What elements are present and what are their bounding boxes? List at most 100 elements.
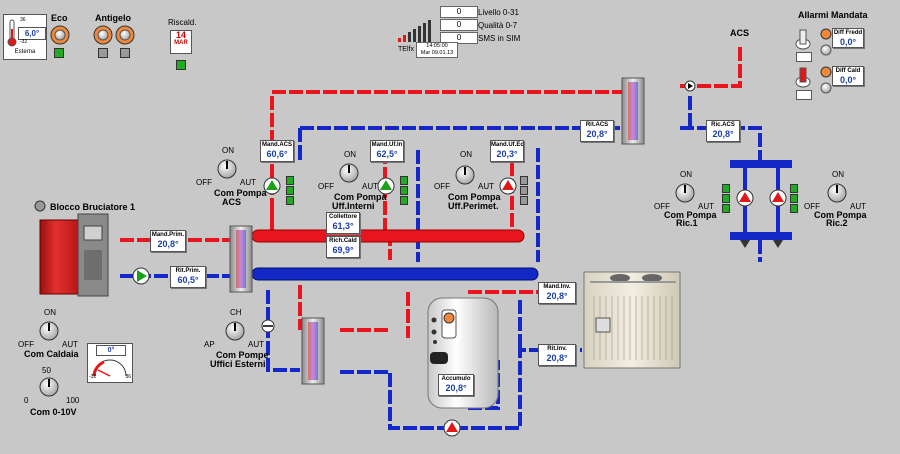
valve-uff-est-icon <box>261 319 275 333</box>
thermometer-icon <box>7 19 17 47</box>
switch-0-10v-title: Com 0-10V <box>30 407 77 417</box>
calendar-icon[interactable]: 14 MAR <box>170 30 192 54</box>
selector-knob-icon[interactable] <box>216 158 238 180</box>
selector-knob-icon[interactable] <box>38 376 60 398</box>
switch-caldaia-title: Com Caldaia <box>24 349 79 359</box>
clock-date: Mar 09.01.13 <box>420 50 454 56</box>
gauge-dial-icon <box>92 359 127 377</box>
alarm-hot-led <box>796 90 812 100</box>
reading-rit-acs: Rit.ACS 20,8° <box>580 120 614 142</box>
pump-ric2-status-leds <box>790 184 798 213</box>
alarm-diff-calda-value: 0,0° <box>839 75 857 85</box>
reading-mand-inv-label: Mand.Inv. <box>543 284 571 290</box>
antigelo-led-2 <box>120 48 130 58</box>
switch-pompa-ric2-aut: AUT <box>850 202 866 211</box>
reading-mand-acs-value: 60,6° <box>266 149 288 159</box>
eco-label: Eco <box>51 13 68 23</box>
reading-ric-acs: Ric.ACS 20,8° <box>706 120 740 142</box>
switch-pompa-acs[interactable]: ON OFF AUT Com Pompa ACS <box>192 146 272 208</box>
reading-mand-acs-label: Mand.ACS <box>262 142 292 148</box>
reading-rit-inv-label: Rit.Inv. <box>547 346 567 352</box>
sms-count-label: SMS in SIM <box>478 34 521 43</box>
pump-ric1-status-leds <box>722 184 730 213</box>
switch-uff-esterni-ap: AP <box>204 340 215 349</box>
burner-status-icon <box>34 200 46 212</box>
eco-status-led <box>54 48 64 58</box>
pump-ric2-icon <box>769 189 787 207</box>
switch-pompa-ric2-title: Com Pompa <box>814 210 867 220</box>
reading-mand-prim: Mand.Prim. 20,8° <box>150 230 186 252</box>
selector-knob-icon[interactable] <box>38 320 60 342</box>
selector-knob-icon[interactable] <box>826 182 848 204</box>
switch-uff-esterni-sub: Uffici Esterni <box>210 359 266 369</box>
reading-accumulo-value: 20,8° <box>445 383 467 393</box>
switch-pompa-uff-per-on: ON <box>460 150 472 159</box>
riscald-status-led <box>176 60 186 70</box>
selector-knob-icon[interactable] <box>338 162 360 184</box>
reading-rit-acs-label: Rit.ACS <box>585 122 609 128</box>
switch-pompa-uff-int-on: ON <box>344 150 356 159</box>
switch-uff-esterni-ch: CH <box>230 308 242 317</box>
alarm-hot-icon <box>795 67 811 88</box>
switch-pompa-ric2-sub: Ric.2 <box>826 218 848 228</box>
switch-pompa-acs-off: OFF <box>196 178 212 187</box>
switch-caldaia-on: ON <box>44 308 56 317</box>
reading-mand-uff-est-label: Mand.Uf.Ec <box>491 142 524 148</box>
reading-ric-acs-label: Ric.ACS <box>711 122 735 128</box>
selector-knob-icon[interactable] <box>454 164 476 186</box>
switch-pompa-uff-int[interactable]: ON OFF AUT Com Pompa Uff.Interni <box>316 150 396 212</box>
chiller <box>583 271 681 369</box>
heat-exchanger-primary <box>229 225 253 293</box>
reading-mand-uff-int-value: 62,5° <box>376 149 398 159</box>
reading-ric-acs-value: 20,8° <box>712 129 734 139</box>
gauge-min: -32 <box>89 374 97 380</box>
cold-manifold <box>251 267 539 281</box>
switch-pompa-ric1-sub: Ric.1 <box>676 218 698 228</box>
reading-rit-inv-value: 20,8° <box>546 353 568 363</box>
heat-exchanger-uff-est <box>301 317 325 385</box>
outside-name: Esterna <box>14 49 36 55</box>
eco-knob[interactable] <box>49 24 71 46</box>
alarm-cold-knob[interactable] <box>820 28 832 56</box>
calendar-day: 14 <box>175 30 186 40</box>
signal-bars-icon <box>398 20 431 42</box>
reading-mand-acs: Mand.ACS 60,6° <box>260 140 294 162</box>
calendar-month: MAR <box>174 40 188 46</box>
switch-pompa-uff-per-title: Com Pompa <box>448 192 501 202</box>
reading-collettore-label: Collettore <box>328 214 357 220</box>
reading-rit-prim-value: 60,5° <box>177 275 199 285</box>
alarm-cold-led <box>796 52 812 62</box>
switch-caldaia[interactable]: ON OFF AUT Com Caldaia <box>18 308 98 360</box>
acs-label: ACS <box>730 28 750 38</box>
alarm-hot-knob[interactable] <box>820 66 832 94</box>
selector-knob-icon[interactable] <box>674 182 696 204</box>
selector-knob-icon[interactable] <box>224 320 246 342</box>
switch-0-10v-mid: 50 <box>42 366 51 375</box>
check-valve-acs-icon <box>684 80 696 92</box>
reading-rit-prim: Rit.Prim. 60,5° <box>170 266 206 288</box>
antigelo-label: Antigelo <box>95 13 131 23</box>
switch-pompa-ric2[interactable]: ON OFF AUT Com Pompa Ric.2 <box>804 170 890 232</box>
pump-uff-per-icon <box>499 177 517 195</box>
switch-pompa-uff-per[interactable]: ON OFF AUT Com Pompa Uff.Perimet. <box>432 150 512 212</box>
pump-uff-int-status-leds <box>400 176 408 205</box>
switch-pompa-ric2-on: ON <box>832 170 844 179</box>
ric-manifold-bottom <box>730 232 792 240</box>
switch-pompa-ric1[interactable]: ON OFF AUT Com Pompa Ric.1 <box>654 170 734 232</box>
alarm-diff-calda-label: Diff Cald <box>835 68 861 74</box>
reading-rich-cald-label: Rich.Cald <box>329 238 357 244</box>
reading-mand-uff-est: Mand.Uf.Ec 20,3° <box>490 140 524 162</box>
outside-max: 36 <box>20 17 26 23</box>
gsm-level-value: 0 <box>440 6 478 18</box>
switch-pompa-acs-aut: AUT <box>240 178 256 187</box>
reading-mand-uff-est-value: 20,3° <box>496 149 518 159</box>
switch-caldaia-aut: AUT <box>62 340 78 349</box>
switch-pompa-ric2-off: OFF <box>804 202 820 211</box>
reading-mand-prim-value: 20,8° <box>157 239 179 249</box>
hot-manifold <box>251 229 525 243</box>
antigelo-knobs[interactable] <box>92 24 136 46</box>
switch-0-10v[interactable]: 50 0 100 Com 0-10V <box>24 366 104 418</box>
switch-uff-esterni[interactable]: CH AP AUT Com Pompe Uffici Esterni <box>204 308 284 370</box>
switch-pompa-acs-on: ON <box>222 146 234 155</box>
reading-rich-cald: Rich.Cald 69,9° <box>326 236 360 258</box>
